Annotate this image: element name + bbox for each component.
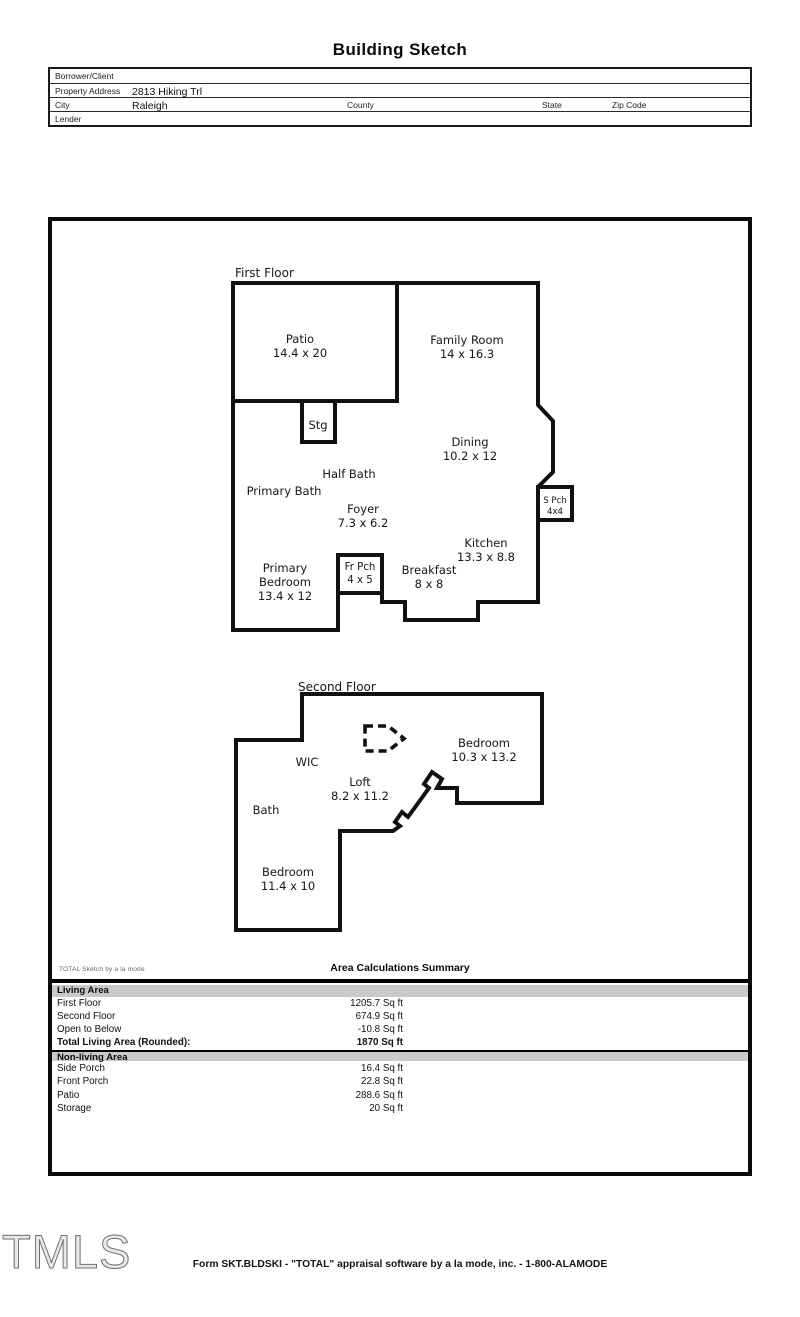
room-label-front-porch: Fr Pch [345, 562, 376, 573]
nonliving-area-header: Non-living Area [52, 1049, 748, 1063]
city-label: City [55, 100, 70, 110]
borrower-label: Borrower/Client [55, 71, 114, 81]
room-dims-foyer: 7.3 x 6.2 [338, 516, 389, 530]
summary-row-second-floor: Second Floor 674.9 Sq ft [52, 1010, 748, 1023]
room-dims-family-room: 14 x 16.3 [440, 347, 494, 361]
room-label-side-porch: S Pch [543, 496, 567, 506]
property-address-value: 2813 Hiking Trl [132, 86, 203, 98]
room-label-patio: Patio [286, 332, 314, 346]
row-label: Storage [57, 1103, 92, 1115]
floor-plan-drawing: First Floor Patio 14.4 x 20 Family Room … [231, 266, 574, 932]
first-floor-title: First Floor [235, 266, 294, 280]
summary-row-patio: Patio 288.6 Sq ft [52, 1089, 748, 1102]
property-form: Borrower/Client Property Address 2813 Hi… [48, 67, 752, 127]
patio-outline [231, 281, 399, 403]
lender-label: Lender [55, 114, 82, 124]
form-row-city: City Raleigh County State Zip Code [50, 97, 750, 112]
first-floor-outline [231, 281, 555, 632]
second-floor-outline [234, 692, 544, 932]
row-value: 22.8 Sq ft [361, 1076, 403, 1088]
row-value: 288.6 Sq ft [355, 1089, 403, 1101]
room-dims-bedroom-left: 11.4 x 10 [261, 879, 315, 893]
row-value: 1205.7 Sq ft [350, 997, 403, 1009]
row-label: Total Living Area (Rounded): [57, 1037, 191, 1049]
front-porch-outline [336, 553, 384, 595]
room-dims-side-porch: 4x4 [547, 507, 563, 517]
row-label: First Floor [57, 997, 102, 1009]
summary-row-storage: Storage 20 Sq ft [52, 1102, 748, 1115]
form-row-lender: Lender [50, 111, 750, 127]
row-label: Open to Below [57, 1024, 122, 1036]
row-label: Side Porch [57, 1063, 105, 1074]
sketch-area-border [48, 217, 752, 1176]
summary-row-open-to-below: Open to Below -10.8 Sq ft [52, 1023, 748, 1036]
form-id-line: Form SKT.BLDSKI - "TOTAL" appraisal soft… [192, 1259, 608, 1270]
room-label-foyer: Foyer [347, 502, 379, 516]
stair-direction-icon [363, 724, 407, 753]
room-label-half-bath: Half Bath [322, 467, 375, 481]
room-label-dining: Dining [451, 435, 488, 449]
zip-label: Zip Code [612, 100, 647, 110]
room-label-primary-bedroom-1: Primary [263, 561, 308, 575]
summary-row-front-porch: Front Porch 22.8 Sq ft [52, 1075, 748, 1088]
row-value: 20 Sq ft [369, 1103, 403, 1115]
room-dims-kitchen: 13.3 x 8.8 [457, 550, 515, 564]
room-label-loft: Loft [349, 775, 371, 789]
room-label-bedroom-right: Bedroom [458, 736, 510, 750]
room-label-bedroom-left: Bedroom [262, 865, 314, 879]
room-label-breakfast: Breakfast [402, 563, 457, 577]
summary-row-side-porch: Side Porch 16.4 Sq ft [52, 1062, 748, 1075]
summary-row-first-floor: First Floor 1205.7 Sq ft [52, 997, 748, 1010]
room-label-bath: Bath [253, 803, 280, 817]
summary-row-total-living: Total Living Area (Rounded): 1870 Sq ft [52, 1036, 748, 1049]
room-dims-loft: 8.2 x 11.2 [331, 789, 389, 803]
tmls-watermark: TMLS [1, 1225, 132, 1278]
side-porch-outline [536, 485, 574, 522]
summary-divider [52, 979, 748, 983]
room-dims-primary-bedroom: 13.4 x 12 [258, 589, 312, 603]
row-value: 1870 Sq ft [356, 1037, 403, 1049]
property-address-label: Property Address [55, 86, 121, 96]
living-area-header: Living Area [52, 985, 748, 997]
county-label: County [347, 100, 374, 110]
form-row-borrower: Borrower/Client [50, 69, 750, 84]
room-label-family-room: Family Room [430, 333, 503, 347]
area-summary-title: Area Calculations Summary [330, 962, 470, 974]
room-dims-dining: 10.2 x 12 [443, 449, 497, 463]
room-dims-patio: 14.4 x 20 [273, 346, 327, 360]
row-value: 16.4 Sq ft [361, 1063, 403, 1074]
row-label: Patio [57, 1089, 80, 1101]
second-floor-title: Second Floor [298, 680, 376, 694]
row-value: 674.9 Sq ft [355, 1010, 403, 1022]
page-title: Building Sketch [332, 40, 468, 59]
room-label-primary-bath: Primary Bath [247, 484, 322, 498]
room-label-storage: Stg [308, 418, 327, 432]
row-value: -10.8 Sq ft [357, 1024, 403, 1036]
form-row-property-address: Property Address 2813 Hiking Trl [50, 83, 750, 98]
row-label: Front Porch [57, 1076, 109, 1088]
room-label-wic: WIC [296, 755, 319, 769]
row-label: Second Floor [57, 1010, 116, 1022]
room-dims-front-porch: 4 x 5 [347, 575, 372, 586]
room-label-kitchen: Kitchen [464, 536, 507, 550]
room-dims-breakfast: 8 x 8 [415, 577, 444, 591]
room-dims-bedroom-right: 10.3 x 13.2 [451, 750, 516, 764]
city-value: Raleigh [132, 100, 168, 112]
storage-outline [300, 399, 337, 444]
state-label: State [542, 100, 562, 110]
room-label-primary-bedroom-2: Bedroom [259, 575, 311, 589]
sketch-software-note: TOTAL Sketch by a la mode [59, 966, 145, 973]
